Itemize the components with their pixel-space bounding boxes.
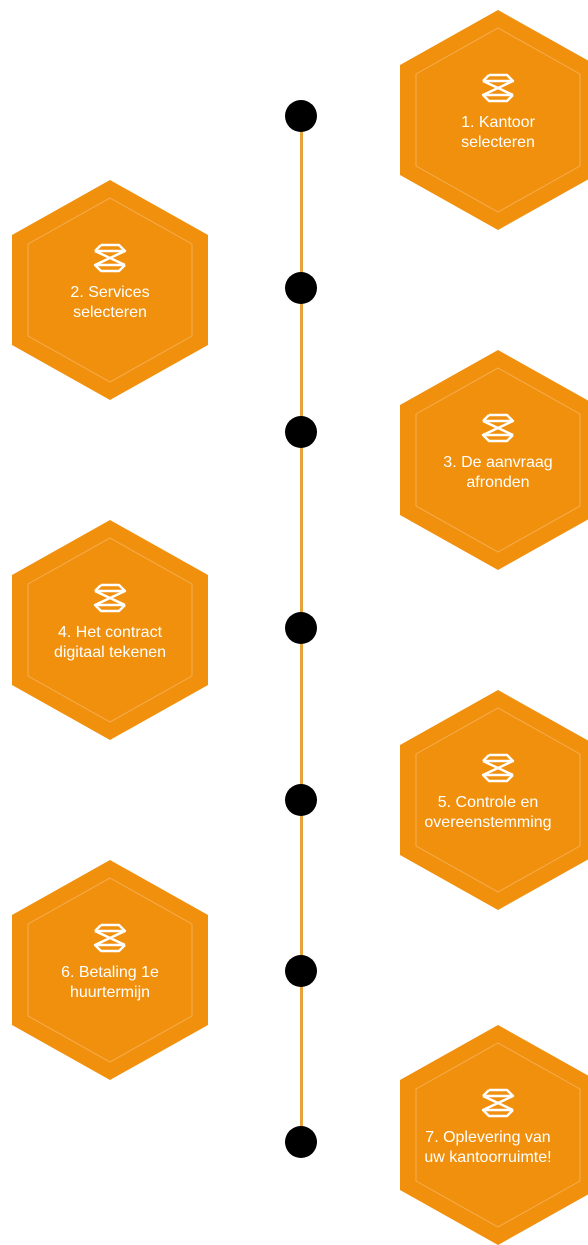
hex-logo-icon [481,753,515,783]
hex-logo-icon [481,73,515,103]
hex-logo-icon [93,583,127,613]
step-2: 2. Services selecteren [12,180,208,400]
timeline-dot [285,955,317,987]
hexagon-shape [400,10,588,230]
step-label: 5. Controle en overeenstemming [424,794,552,831]
hexagon-shape [400,1025,588,1245]
step-label: 1. Kantoor selecteren [461,114,535,151]
hex-logo-icon [481,413,515,443]
timeline-dot [285,612,317,644]
step-label: 6. Betaling 1e huurtermijn [61,964,159,1001]
hexagon-shape [12,860,208,1080]
hexagon-shape [400,350,588,570]
step-label: 2. Services selecteren [70,284,150,321]
hexagon-shape [12,520,208,740]
hex-logo-icon [93,243,127,273]
timeline-dot [285,1126,317,1158]
hexagon-shape [12,180,208,400]
hex-logo-icon [481,1088,515,1118]
step-3: 3. De aanvraag afronden [400,350,588,570]
step-4: 4. Het contract digitaal tekenen [12,520,208,740]
step-5: 5. Controle en overeenstemming [400,690,588,910]
step-7: 7. Oplevering van uw kantoorruimte! [400,1025,588,1245]
timeline-dot [285,272,317,304]
timeline-dot [285,416,317,448]
step-label: 3. De aanvraag afronden [443,454,553,491]
step-label: 4. Het contract digitaal tekenen [53,624,167,661]
timeline-dot [285,100,317,132]
hex-logo-icon [93,923,127,953]
step-6: 6. Betaling 1e huurtermijn [12,860,208,1080]
step-1: 1. Kantoor selecteren [400,10,588,230]
step-label: 7. Oplevering van uw kantoorruimte! [424,1129,552,1166]
hexagon-shape [400,690,588,910]
timeline-dot [285,784,317,816]
